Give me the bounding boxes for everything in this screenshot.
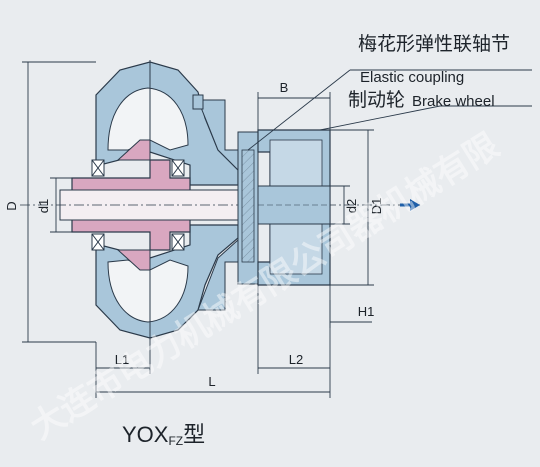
dim-B: B xyxy=(280,80,289,95)
brake-en-label: Brake wheel xyxy=(412,93,495,110)
flow-arrow-icon xyxy=(400,199,420,211)
brake-cn-label: 制动轮 xyxy=(348,89,405,111)
dim-L1: L1 xyxy=(115,352,129,367)
model-caption: YOXFZ型 xyxy=(122,422,205,448)
model-main: YOX xyxy=(122,422,169,447)
dim-L: L xyxy=(208,374,215,389)
dim-H1: H1 xyxy=(358,304,375,319)
dim-L2: L2 xyxy=(289,352,303,367)
dim-D1: D1 xyxy=(369,198,384,215)
dimension-lines xyxy=(22,61,532,398)
model-sub: FZ xyxy=(168,434,183,448)
dim-D: D xyxy=(4,201,19,210)
dim-d1: d1 xyxy=(36,199,51,213)
model-suffix: 型 xyxy=(183,422,205,447)
coupling-en-label: Elastic coupling xyxy=(360,69,464,86)
coupling-cn-label: 梅花形弹性联轴节 xyxy=(358,33,510,55)
brake-wheel xyxy=(237,129,331,286)
dim-d2: d2 xyxy=(344,199,359,213)
